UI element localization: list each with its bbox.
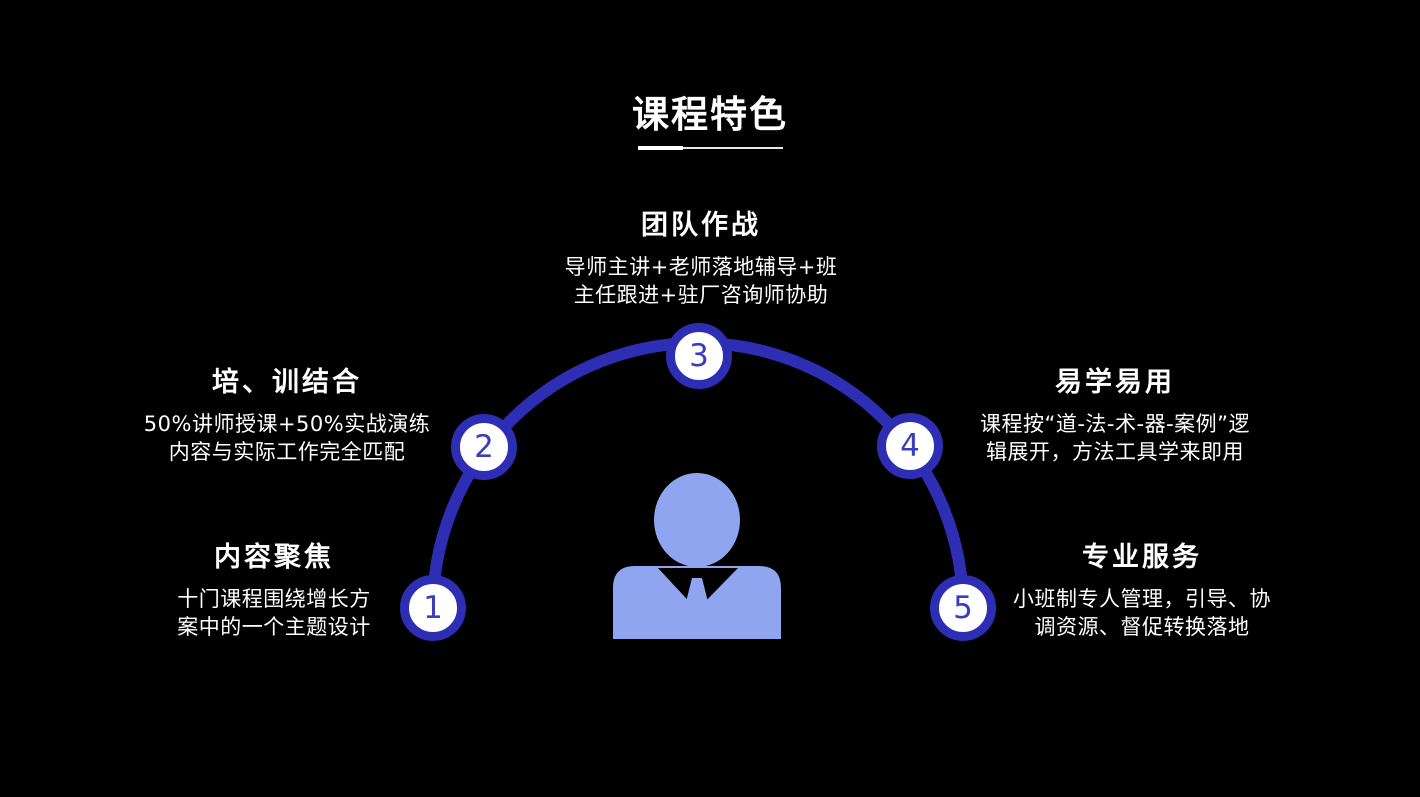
feature-desc-2: 50%讲师授课+50%实战演练 内容与实际工作完全匹配 bbox=[107, 410, 467, 466]
page-title: 课程特色 bbox=[632, 93, 788, 136]
step-number-1: 1 bbox=[423, 589, 443, 626]
feature-heading-5: 专业服务 bbox=[1082, 542, 1202, 573]
underline-thick-segment bbox=[638, 146, 683, 150]
underline-thin-segment bbox=[683, 147, 783, 149]
feature-desc-2-line1: 50%讲师授课+50%实战演练 bbox=[143, 412, 431, 436]
feature-heading-1: 内容聚焦 bbox=[214, 542, 334, 573]
feature-block-4: 易学易用 课程按“道-法-术-器-案例”逻 辑展开，方法工具学来即用 bbox=[935, 368, 1295, 466]
step-number-4: 4 bbox=[900, 427, 920, 464]
feature-desc-4-line1: 课程按“道-法-术-器-案例”逻 bbox=[979, 412, 1251, 436]
feature-desc-2-line2: 内容与实际工作完全匹配 bbox=[168, 440, 406, 464]
person-head bbox=[654, 473, 740, 567]
feature-block-1: 内容聚焦 十门课程围绕增长方 案中的一个主题设计 bbox=[94, 543, 454, 641]
feature-desc-5: 小班制专人管理，引导、协 调资源、督促转换落地 bbox=[962, 585, 1322, 641]
person-placket bbox=[685, 578, 709, 618]
feature-desc-5-line1: 小班制专人管理，引导、协 bbox=[1013, 587, 1271, 611]
feature-block-5: 专业服务 小班制专人管理，引导、协 调资源、督促转换落地 bbox=[962, 543, 1322, 641]
feature-desc-1-line2: 案中的一个主题设计 bbox=[177, 615, 371, 639]
step-number-2: 2 bbox=[474, 428, 494, 465]
feature-desc-4-line2: 辑展开，方法工具学来即用 bbox=[986, 440, 1244, 464]
feature-desc-1-line1: 十门课程围绕增长方 bbox=[177, 587, 371, 611]
person-icon bbox=[613, 473, 781, 639]
feature-desc-3-line1: 导师主讲+老师落地辅导+班 bbox=[564, 255, 838, 279]
step-circle-2: 2 bbox=[451, 414, 517, 480]
title-underline bbox=[638, 144, 784, 152]
step-circle-4: 4 bbox=[877, 413, 943, 479]
step-circle-3: 3 bbox=[666, 323, 732, 389]
feature-heading-2: 培、训结合 bbox=[212, 367, 362, 398]
feature-desc-3-line2: 主任跟进+驻厂咨询师协助 bbox=[573, 283, 829, 307]
feature-heading-3: 团队作战 bbox=[641, 210, 761, 241]
feature-heading-4: 易学易用 bbox=[1055, 367, 1175, 398]
step-circle-1: 1 bbox=[400, 575, 466, 641]
step-number-5: 5 bbox=[953, 589, 973, 626]
feature-desc-5-line2: 调资源、督促转换落地 bbox=[1034, 615, 1250, 639]
feature-block-3: 团队作战 导师主讲+老师落地辅导+班 主任跟进+驻厂咨询师协助 bbox=[521, 211, 881, 309]
feature-block-2: 培、训结合 50%讲师授课+50%实战演练 内容与实际工作完全匹配 bbox=[107, 368, 467, 466]
feature-desc-1: 十门课程围绕增长方 案中的一个主题设计 bbox=[94, 585, 454, 641]
step-circle-5: 5 bbox=[930, 575, 996, 641]
feature-desc-4: 课程按“道-法-术-器-案例”逻 辑展开，方法工具学来即用 bbox=[935, 410, 1295, 466]
feature-desc-3: 导师主讲+老师落地辅导+班 主任跟进+驻厂咨询师协助 bbox=[521, 253, 881, 309]
step-number-3: 3 bbox=[689, 337, 709, 374]
